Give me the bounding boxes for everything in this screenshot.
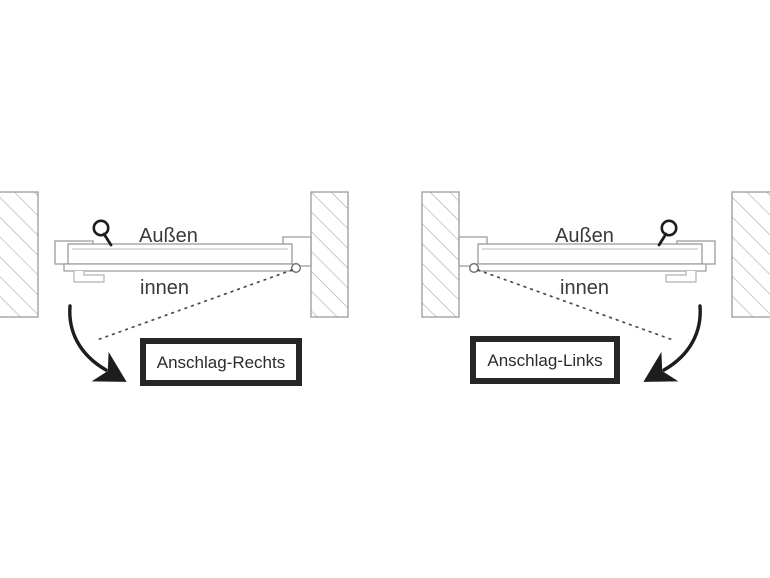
latch-bracket-m xyxy=(665,271,697,283)
sash-leaf-m xyxy=(477,243,703,265)
wall-left-outer xyxy=(0,191,39,318)
door-assembly xyxy=(54,219,312,283)
outside-label-m: Außen xyxy=(555,225,614,247)
panel-anschlag-rechts: Außen innen Anschlag-Rechts xyxy=(0,191,349,386)
leader-dotted-line xyxy=(96,269,293,341)
latch-bracket xyxy=(73,271,105,283)
wall-right-outer xyxy=(310,191,349,318)
threshold-strip xyxy=(63,263,299,272)
outside-label: Außen xyxy=(139,225,198,247)
wall-right-far xyxy=(731,191,770,318)
hinge-pivot xyxy=(291,263,302,274)
threshold-strip-m xyxy=(471,263,707,272)
callout-label-links: Anschlag-Links xyxy=(487,351,602,370)
wall-left-inner xyxy=(421,191,460,318)
leader-dotted-line-m xyxy=(477,269,674,341)
callout-anschlag-links[interactable]: Anschlag-Links xyxy=(470,336,620,384)
handle-icon-m xyxy=(657,219,678,247)
inside-label-m: innen xyxy=(560,277,609,299)
hinge-pivot-m xyxy=(469,263,480,274)
callout-label-rechts: Anschlag-Rechts xyxy=(157,353,286,372)
swing-arrow xyxy=(68,304,127,382)
inside-label: innen xyxy=(140,277,189,299)
handle-icon xyxy=(92,219,113,247)
callout-anschlag-rechts[interactable]: Anschlag-Rechts xyxy=(140,338,302,386)
door-assembly-mirrored xyxy=(458,219,716,283)
panel-anschlag-links: Außen innen Anschlag-Links xyxy=(421,191,770,384)
sash-leaf xyxy=(67,243,293,265)
swing-arrow-m xyxy=(643,304,702,382)
